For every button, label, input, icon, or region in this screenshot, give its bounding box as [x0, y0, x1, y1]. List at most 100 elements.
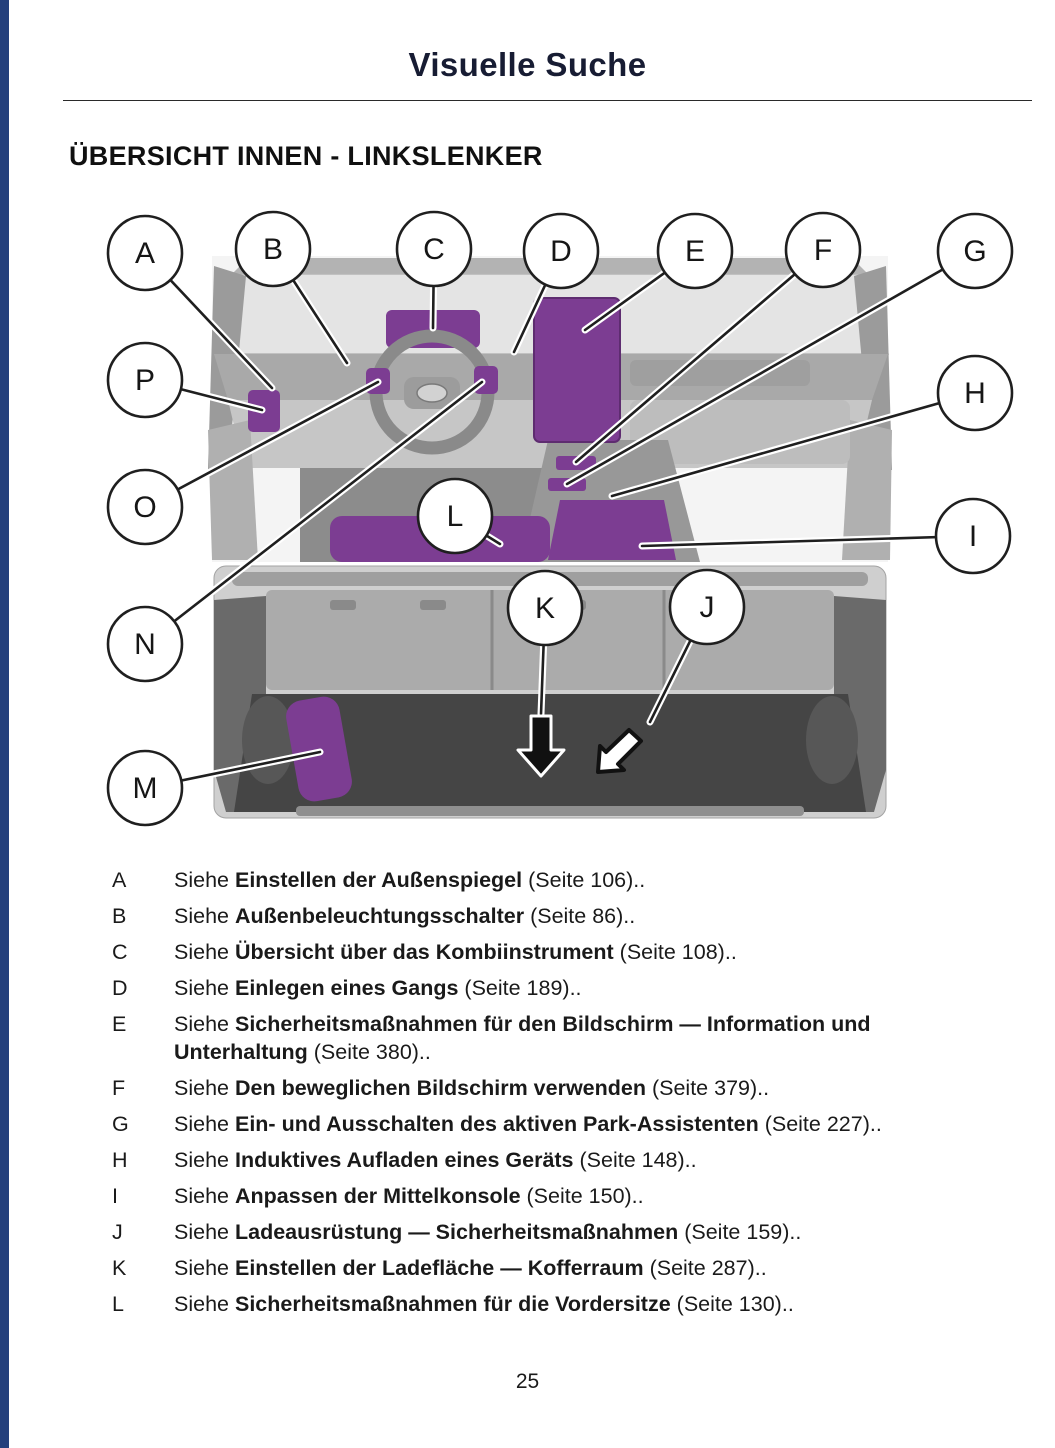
reference-item: J Siehe Ladeausrüstung — Sicherheitsmaßn… [112, 1218, 1002, 1246]
ref-title: Sicherheitsmaßnahmen für den Bildschirm … [174, 1012, 871, 1064]
ref-suffix: (Seite 130).. [676, 1292, 794, 1316]
callout-i: I [934, 497, 1012, 575]
reference-item: I Siehe Anpassen der Mittelkonsole (Seit… [112, 1182, 1002, 1210]
cargo-floor-down-arrow [516, 714, 566, 778]
reference-text: Siehe Sicherheitsmaßnahmen für den Bilds… [174, 1010, 1002, 1066]
ref-suffix: (Seite 86).. [530, 904, 636, 928]
reference-letter: L [112, 1292, 124, 1316]
ref-title: Anpassen der Mittelkonsole [234, 1184, 521, 1208]
ref-prefix: Siehe [174, 1012, 229, 1036]
reference-letter: F [112, 1076, 126, 1100]
callout-o: O [106, 468, 184, 546]
page-number: 25 [515, 1370, 540, 1393]
callout-p-label: P [135, 364, 155, 397]
callout-n-label: N [134, 628, 156, 661]
callout-a-label: A [135, 237, 155, 270]
callout-j: J [668, 568, 746, 646]
callout-b-label: B [263, 233, 283, 266]
reference-letter: I [112, 1184, 118, 1208]
reference-text: Siehe Übersicht über das Kombiinstrument… [174, 938, 1002, 966]
console-highlight [548, 500, 676, 560]
ref-title: Ein- und Ausschalten des aktiven Park-As… [234, 1112, 759, 1136]
ref-title: Den beweglichen Bildschirm verwenden [234, 1076, 646, 1100]
cargo-equipment-arrow [596, 728, 643, 774]
ref-suffix: (Seite 227).. [764, 1112, 882, 1136]
ref-prefix: Siehe [174, 1256, 229, 1280]
ref-prefix: Siehe [174, 1076, 229, 1100]
callout-k: K [506, 569, 584, 647]
ref-suffix: (Seite 148).. [579, 1148, 697, 1172]
reference-item: B Siehe Außenbeleuchtungsschalter (Seite… [112, 902, 1002, 930]
callout-e: E [656, 212, 734, 290]
callout-j-label: J [700, 591, 715, 624]
reference-letter: C [112, 940, 128, 964]
reference-item: D Siehe Einlegen eines Gangs (Seite 189)… [112, 974, 1002, 1002]
reference-item: H Siehe Induktives Aufladen eines Geräts… [112, 1146, 1002, 1174]
callout-a: A [106, 214, 184, 292]
reference-item: L Siehe Sicherheitsmaßnahmen für die Vor… [112, 1290, 1002, 1318]
ref-suffix: (Seite 380).. [313, 1040, 431, 1064]
ref-prefix: Siehe [174, 976, 229, 1000]
header-divider [63, 100, 1032, 101]
reference-text: Siehe Ein- und Ausschalten des aktiven P… [174, 1110, 1002, 1138]
interior-overview-diagram: A B C D E F G P H O L I N K J M [106, 210, 1014, 827]
ref-prefix: Siehe [174, 868, 229, 892]
ref-title: Übersicht über das Kombiinstrument [234, 940, 614, 964]
ref-prefix: Siehe [174, 1184, 229, 1208]
reference-item: A Siehe Einstellen der Außenspiegel (Sei… [112, 866, 1002, 894]
ref-title: Induktives Aufladen eines Geräts [234, 1148, 574, 1172]
ref-suffix: (Seite 159).. [684, 1220, 802, 1244]
callout-k-label: K [535, 592, 555, 625]
callout-n: N [106, 605, 184, 683]
ref-prefix: Siehe [174, 940, 229, 964]
center-screen-highlight [533, 297, 621, 443]
reference-text: Siehe Einstellen der Außenspiegel (Seite… [174, 866, 1002, 894]
reference-item: E Siehe Sicherheitsmaßnahmen für den Bil… [112, 1010, 1002, 1066]
callout-f: F [784, 211, 862, 289]
reference-text: Siehe Anpassen der Mittelkonsole (Seite … [174, 1182, 1002, 1210]
callout-g-label: G [963, 235, 986, 268]
callout-h-label: H [964, 377, 986, 410]
callout-m-label: M [133, 772, 158, 805]
reference-text: Siehe Sicherheitsmaßnahmen für die Vorde… [174, 1290, 1002, 1318]
ref-suffix: (Seite 150).. [526, 1184, 644, 1208]
reference-text: Siehe Ladeausrüstung — Sicherheitsmaßnah… [174, 1218, 1002, 1246]
reference-item: K Siehe Einstellen der Ladefläche — Koff… [112, 1254, 1002, 1282]
ref-title: Außenbeleuchtungsschalter [234, 904, 525, 928]
ref-prefix: Siehe [174, 1292, 229, 1316]
ref-title: Einstellen der Ladefläche — Kofferraum [234, 1256, 644, 1280]
ref-prefix: Siehe [174, 1220, 229, 1244]
ref-prefix: Siehe [174, 904, 229, 928]
reference-item: C Siehe Übersicht über das Kombiinstrume… [112, 938, 1002, 966]
ref-suffix: (Seite 189).. [464, 976, 582, 1000]
callout-l-label: L [447, 500, 464, 533]
page-edge-strip [0, 0, 9, 1448]
reference-letter: E [112, 1012, 127, 1036]
reference-item: F Siehe Den beweglichen Bildschirm verwe… [112, 1074, 1002, 1102]
section-title: ÜBERSICHT INNEN - LINKSLENKER [69, 141, 543, 171]
callout-d: D [522, 212, 600, 290]
ref-title: Sicherheitsmaßnahmen für die Vordersitze [234, 1292, 671, 1316]
callout-e-label: E [685, 235, 705, 268]
ref-prefix: Siehe [174, 1112, 229, 1136]
callout-m: M [106, 749, 184, 827]
reference-letter: D [112, 976, 128, 1000]
callout-d-label: D [550, 235, 572, 268]
reference-text: Siehe Den beweglichen Bildschirm verwend… [174, 1074, 1002, 1102]
ref-suffix: (Seite 108).. [619, 940, 737, 964]
reference-letter: J [112, 1220, 123, 1244]
reference-item: G Siehe Ein- und Ausschalten des aktiven… [112, 1110, 1002, 1138]
reference-text: Siehe Einlegen eines Gangs (Seite 189).. [174, 974, 1002, 1002]
callout-g: G [936, 212, 1014, 290]
reference-letter: A [112, 868, 127, 892]
reference-text: Siehe Induktives Aufladen eines Geräts (… [174, 1146, 1002, 1174]
callout-b: B [234, 210, 312, 288]
reference-list: A Siehe Einstellen der Außenspiegel (Sei… [112, 866, 1002, 1326]
callout-c: C [395, 210, 473, 288]
callout-l: L [416, 477, 494, 555]
ref-title: Einlegen eines Gangs [234, 976, 459, 1000]
callout-f-label: F [814, 234, 832, 267]
callout-p: P [106, 341, 184, 419]
ref-suffix: (Seite 379).. [651, 1076, 770, 1100]
reference-text: Siehe Außenbeleuchtungsschalter (Seite 8… [174, 902, 1002, 930]
